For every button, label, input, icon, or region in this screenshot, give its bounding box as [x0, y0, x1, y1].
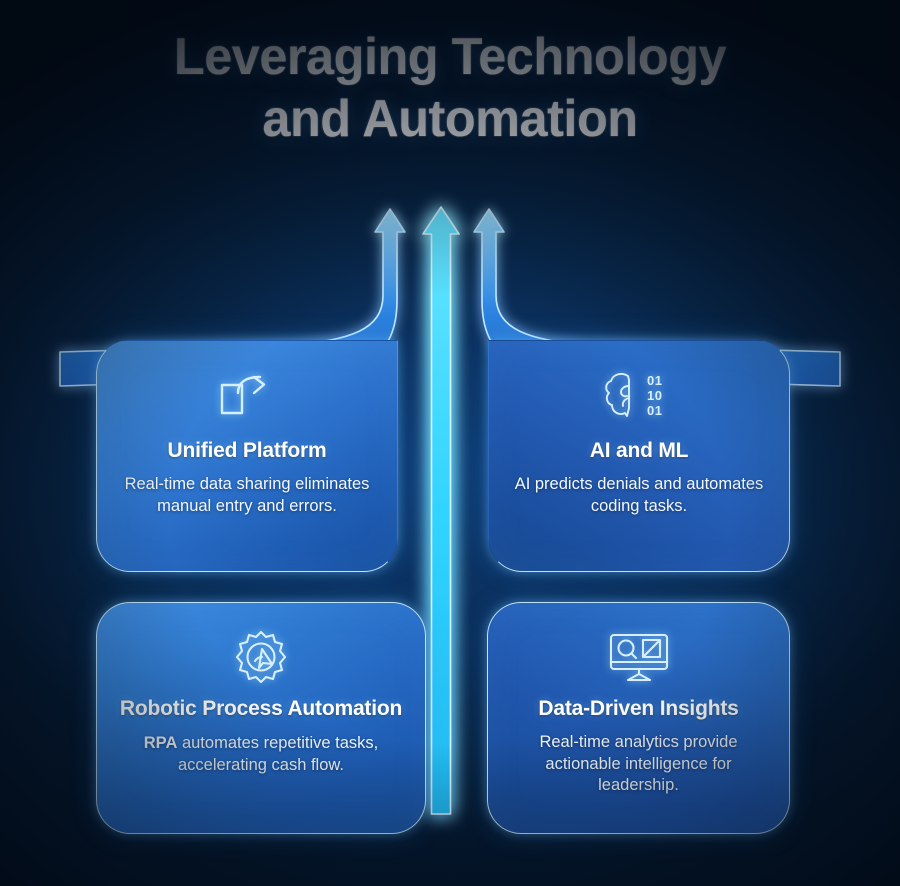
- monitor-analytics-icon: [606, 629, 672, 685]
- share-export-icon: [216, 367, 278, 423]
- svg-text:01: 01: [647, 373, 662, 388]
- title-line-1: Leveraging Technology: [173, 28, 727, 86]
- title-line-2: and Automation: [262, 90, 638, 148]
- card-title: Unified Platform: [167, 439, 327, 462]
- card-unified-platform[interactable]: Unified Platform Real-time data sharing …: [96, 340, 398, 572]
- gear-cursor-icon: [233, 629, 289, 685]
- brain-binary-icon: 01 10 01: [600, 367, 678, 423]
- svg-text:10: 10: [647, 388, 662, 403]
- card-title: Data-Driven Insights: [538, 697, 739, 720]
- card-body: RPA automates repetitive tasks, accelera…: [97, 733, 425, 776]
- card-body: Real-time data sharing eliminates manual…: [124, 475, 370, 515]
- card-robotic-process-automation[interactable]: Robotic Process Automation RPA automates…: [96, 602, 426, 834]
- svg-text:01: 01: [647, 403, 662, 418]
- card-title: AI and ML: [589, 439, 689, 462]
- card-body: AI predicts denials and automates coding…: [514, 475, 764, 515]
- card-body-lead: RPA: [143, 734, 178, 752]
- card-ai-and-ml[interactable]: 01 10 01 AI and ML AI predicts denials a…: [488, 340, 790, 572]
- center-growth-arrow: [422, 206, 460, 815]
- card-body: Real-time analytics provide actionable i…: [539, 733, 738, 794]
- page-title: Leveraging Technology and Automation: [0, 26, 900, 150]
- card-data-driven-insights[interactable]: Data-Driven Insights Real-time analytics…: [487, 602, 790, 834]
- card-body-rest: automates repetitive tasks, accelerating…: [177, 734, 379, 774]
- card-title: Robotic Process Automation: [119, 697, 403, 720]
